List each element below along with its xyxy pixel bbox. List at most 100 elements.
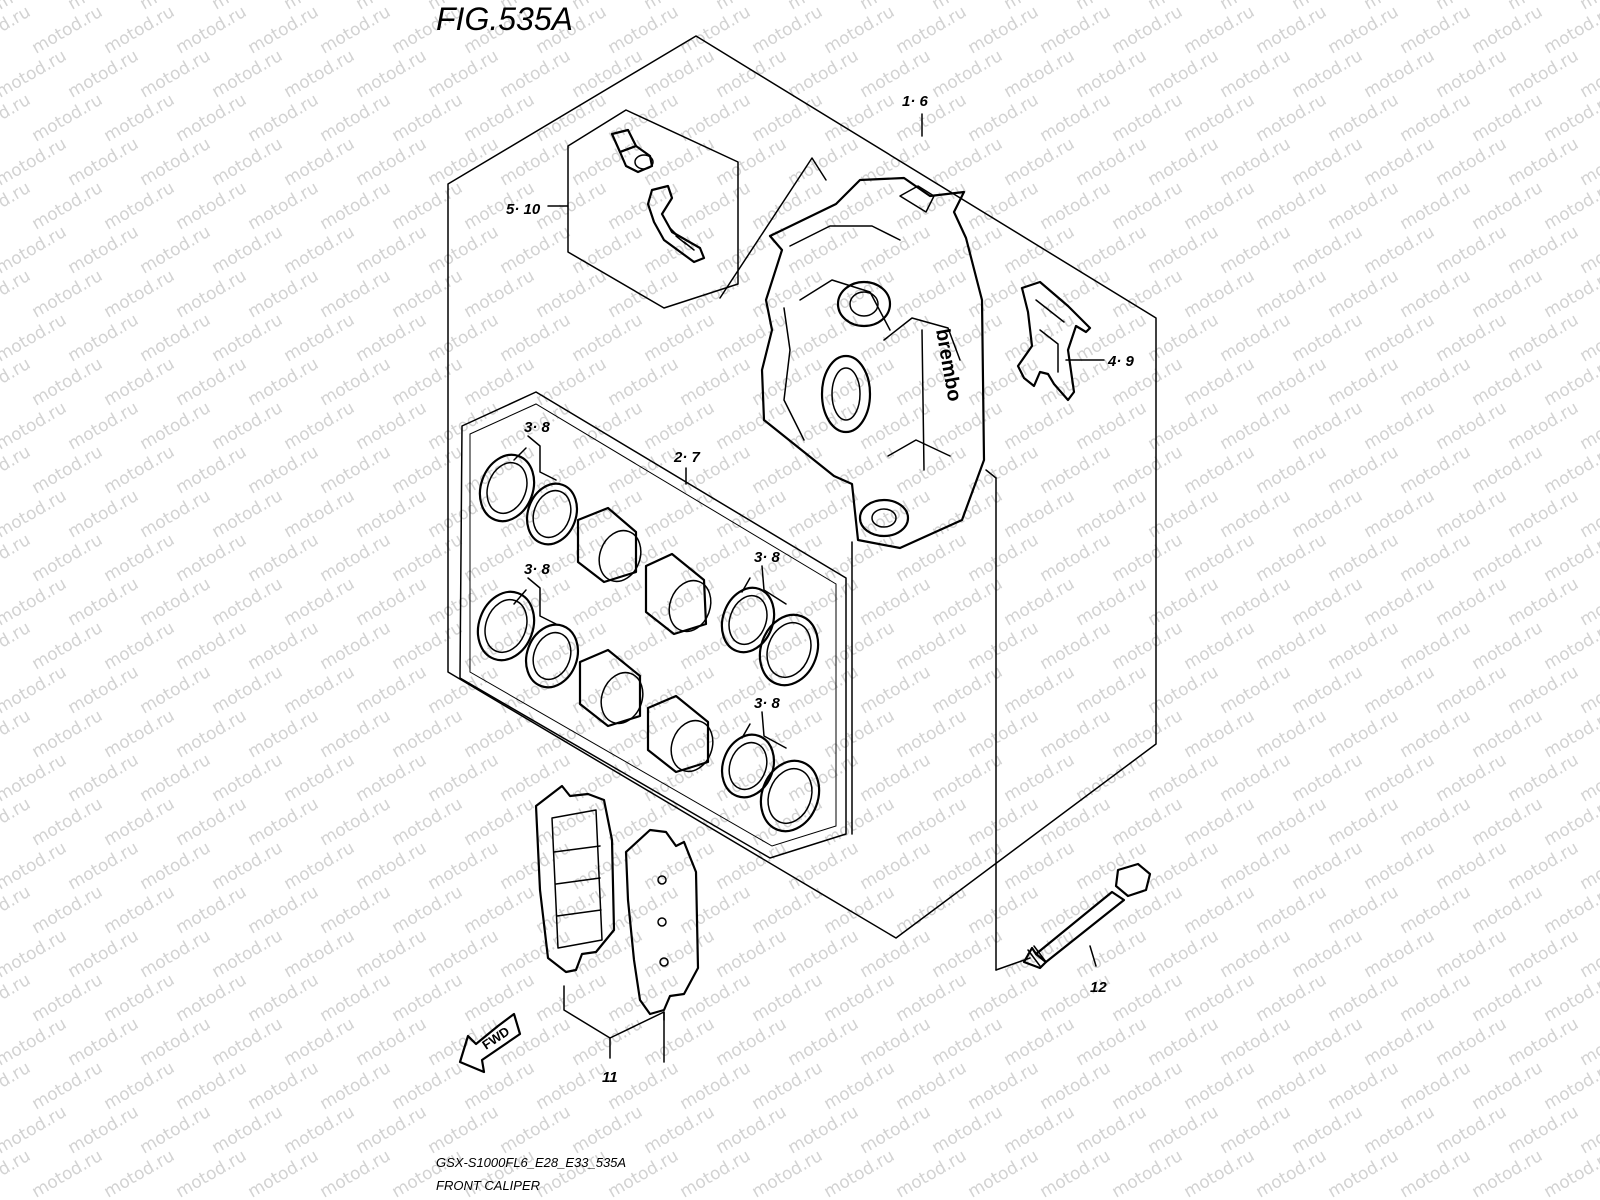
- watermark-text: motod.ru: [101, 2, 179, 58]
- watermark-text: motod.ru: [317, 618, 395, 674]
- watermark-text: motod.ru: [353, 134, 431, 190]
- watermark-text: motod.ru: [929, 1102, 1007, 1158]
- watermark-text: motod.ru: [929, 222, 1007, 278]
- watermark-text: motod.ru: [929, 750, 1007, 806]
- brake-pad-inner: [624, 828, 700, 1016]
- watermark-text: motod.ru: [1505, 750, 1583, 806]
- watermark-text: motod.ru: [29, 2, 107, 58]
- watermark-text: motod.ru: [389, 266, 467, 322]
- watermark-text: motod.ru: [893, 2, 971, 58]
- watermark-text: motod.ru: [1361, 486, 1439, 542]
- watermark-text: motod.ru: [1109, 266, 1187, 322]
- watermark-text: motod.ru: [353, 926, 431, 982]
- watermark-text: motod.ru: [281, 310, 359, 366]
- watermark-text: motod.ru: [317, 442, 395, 498]
- watermark-text: motod.ru: [713, 398, 791, 454]
- watermark-text: motod.ru: [785, 310, 863, 366]
- watermark-text: motod.ru: [1361, 398, 1439, 454]
- watermark-text: motod.ru: [1469, 970, 1547, 1026]
- watermark-text: motod.ru: [1001, 398, 1079, 454]
- watermark-text: motod.ru: [1037, 530, 1115, 586]
- watermark-text: motod.ru: [101, 90, 179, 146]
- watermark-text: motod.ru: [389, 530, 467, 586]
- watermark-text: motod.ru: [137, 1102, 215, 1158]
- watermark-text: motod.ru: [281, 750, 359, 806]
- watermark-text: motod.ru: [1073, 662, 1151, 718]
- callout-seal-upper-right: 3· 8: [754, 549, 781, 566]
- watermark-text: motod.ru: [425, 134, 503, 190]
- bleeder-cap: [610, 128, 654, 174]
- watermark-text: motod.ru: [1325, 178, 1403, 234]
- watermark-text: motod.ru: [1217, 838, 1295, 894]
- watermark-text: motod.ru: [1181, 178, 1259, 234]
- watermark-text: motod.ru: [533, 178, 611, 234]
- watermark-text: motod.ru: [353, 574, 431, 630]
- watermark-text: motod.ru: [1505, 1102, 1583, 1158]
- watermark-text: motod.ru: [857, 926, 935, 982]
- watermark-text: motod.ru: [1577, 310, 1600, 366]
- watermark-text: motod.ru: [605, 266, 683, 322]
- watermark-text: motod.ru: [1397, 706, 1475, 762]
- watermark-text: motod.ru: [1397, 1058, 1475, 1114]
- watermark-text: motod.ru: [641, 310, 719, 366]
- watermark-text: motod.ru: [641, 0, 719, 14]
- watermark-text: motod.ru: [317, 266, 395, 322]
- watermark-text: motod.ru: [173, 354, 251, 410]
- watermark-text: motod.ru: [1289, 838, 1367, 894]
- watermark-text: motod.ru: [209, 0, 287, 14]
- watermark-text: motod.ru: [821, 794, 899, 850]
- watermark-text: motod.ru: [821, 1146, 899, 1200]
- watermark-text: motod.ru: [209, 838, 287, 894]
- watermark-text: motod.ru: [929, 574, 1007, 630]
- watermark-text: motod.ru: [1073, 0, 1151, 14]
- watermark-text: motod.ru: [1577, 46, 1600, 102]
- watermark-text: motod.ru: [1505, 222, 1583, 278]
- watermark-text: motod.ru: [353, 662, 431, 718]
- watermark-text: motod.ru: [245, 266, 323, 322]
- watermark-text: motod.ru: [1433, 486, 1511, 542]
- watermark-text: motod.ru: [461, 970, 539, 1026]
- watermark-text: motod.ru: [137, 0, 215, 14]
- watermark-text: motod.ru: [641, 750, 719, 806]
- model-code: GSX-S1000FL6_E28_E33_535A: [436, 1155, 626, 1170]
- watermark-text: motod.ru: [497, 46, 575, 102]
- watermark-text: motod.ru: [1181, 1058, 1259, 1114]
- lower-seal-group-right: [720, 733, 821, 833]
- watermark-text: motod.ru: [929, 46, 1007, 102]
- watermark-text: motod.ru: [1253, 530, 1331, 586]
- watermark-text: motod.ru: [209, 1102, 287, 1158]
- watermark-text: motod.ru: [209, 750, 287, 806]
- watermark-text: motod.ru: [821, 1058, 899, 1114]
- watermark-text: motod.ru: [605, 1058, 683, 1114]
- watermark-text: motod.ru: [1397, 266, 1475, 322]
- watermark-text: motod.ru: [893, 178, 971, 234]
- watermark-text: motod.ru: [965, 2, 1043, 58]
- callout-seal-upper-left: 3· 8: [524, 419, 551, 436]
- watermark-text: motod.ru: [425, 926, 503, 982]
- watermark-text: motod.ru: [389, 706, 467, 762]
- watermark-text: motod.ru: [1181, 354, 1259, 410]
- watermark-text: motod.ru: [1073, 926, 1151, 982]
- watermark-text: motod.ru: [1001, 0, 1079, 14]
- watermark-text: motod.ru: [1469, 266, 1547, 322]
- watermark-text: motod.ru: [1217, 310, 1295, 366]
- watermark-text: motod.ru: [173, 178, 251, 234]
- watermark-text: motod.ru: [101, 266, 179, 322]
- watermark-text: motod.ru: [1325, 530, 1403, 586]
- watermark-text: motod.ru: [1181, 794, 1259, 850]
- watermark-text: motod.ru: [353, 838, 431, 894]
- watermark-text: motod.ru: [749, 970, 827, 1026]
- watermark-text: motod.ru: [533, 970, 611, 1026]
- watermark-text: motod.ru: [353, 310, 431, 366]
- watermark-text: motod.ru: [785, 926, 863, 982]
- watermark-text: motod.ru: [137, 662, 215, 718]
- watermark-text: motod.ru: [173, 530, 251, 586]
- watermark-text: motod.ru: [0, 486, 70, 542]
- lower-piston-right: [646, 694, 714, 774]
- watermark-text: motod.ru: [857, 1102, 935, 1158]
- watermark-text: motod.ru: [893, 266, 971, 322]
- watermark-text: motod.ru: [101, 530, 179, 586]
- watermark-text: motod.ru: [1433, 46, 1511, 102]
- watermark-text: motod.ru: [677, 618, 755, 674]
- watermark-text: motod.ru: [245, 90, 323, 146]
